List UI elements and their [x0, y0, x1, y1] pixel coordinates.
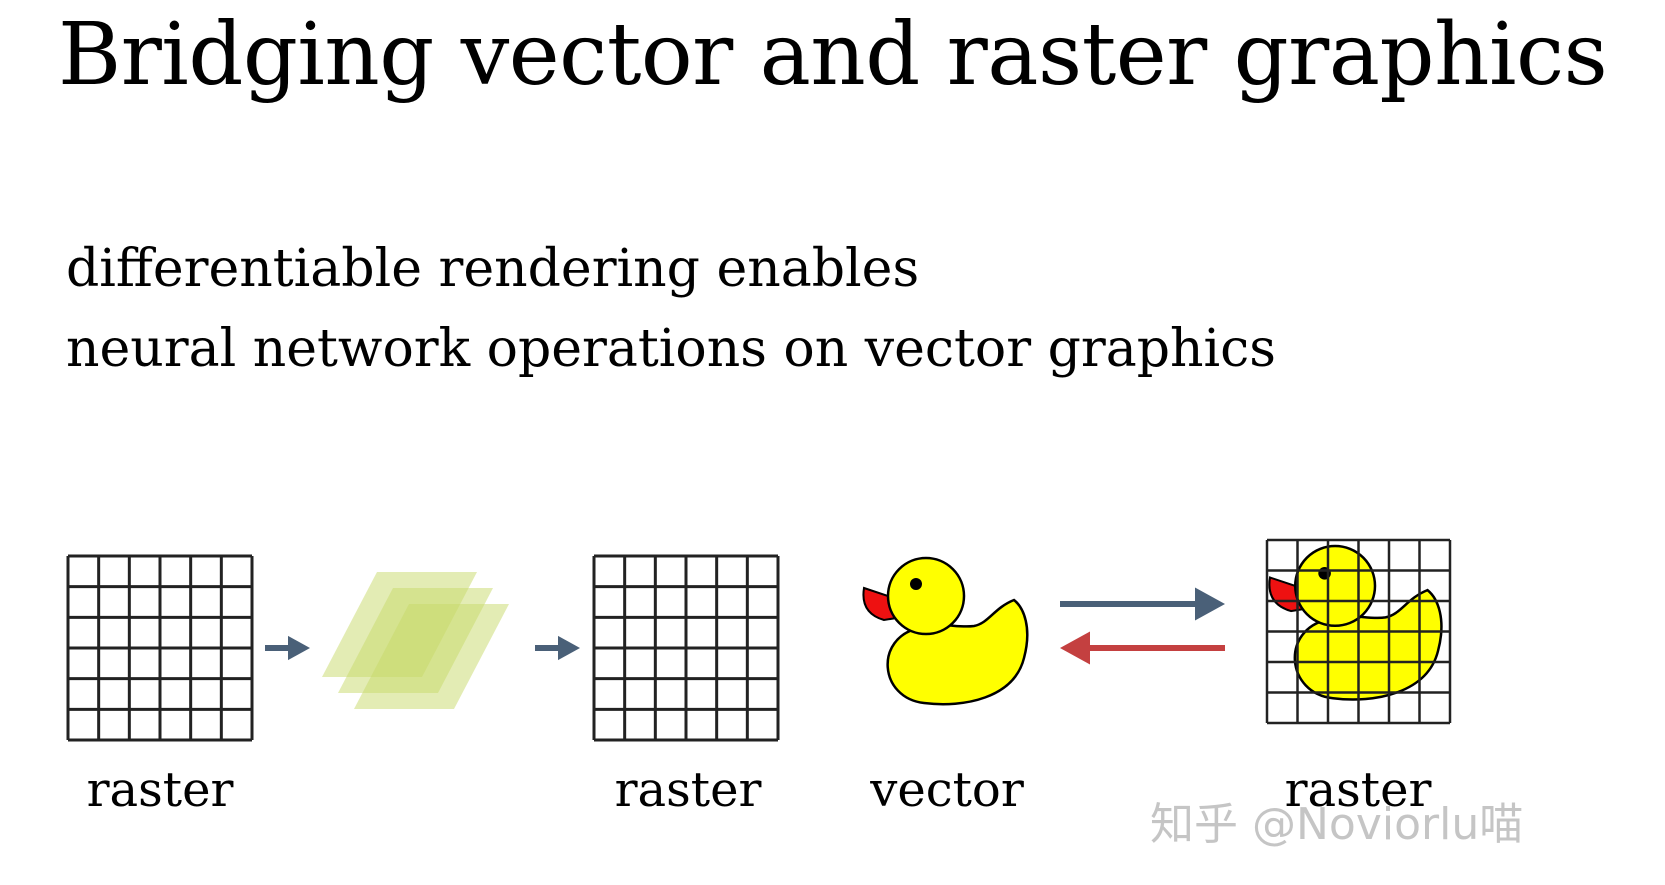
render-forward-arrow-icon: [1060, 587, 1225, 621]
raster-rendered-grid: [1265, 538, 1452, 725]
duck-vector-image: [862, 556, 1029, 706]
gradient-backward-arrow-icon: [1060, 631, 1225, 665]
page-title: Bridging vector and raster graphics: [58, 5, 1608, 105]
label-raster-rendered: raster: [1284, 762, 1432, 818]
raster-input-grid: [66, 554, 254, 742]
watermark: 知乎 @Noviorlu喵: [1150, 799, 1524, 850]
arrow-right-icon: [265, 635, 310, 661]
raster-output-grid: [592, 554, 780, 742]
label-raster-output: raster: [614, 762, 762, 818]
subtitle-line-1: differentiable rendering enables: [66, 239, 920, 299]
label-raster-input: raster: [86, 762, 234, 818]
arrow-right-icon: [535, 635, 580, 661]
neural-network-layers: [322, 572, 509, 709]
subtitle-line-2: neural network operations on vector grap…: [66, 319, 1276, 379]
label-vector: vector: [870, 762, 1024, 818]
